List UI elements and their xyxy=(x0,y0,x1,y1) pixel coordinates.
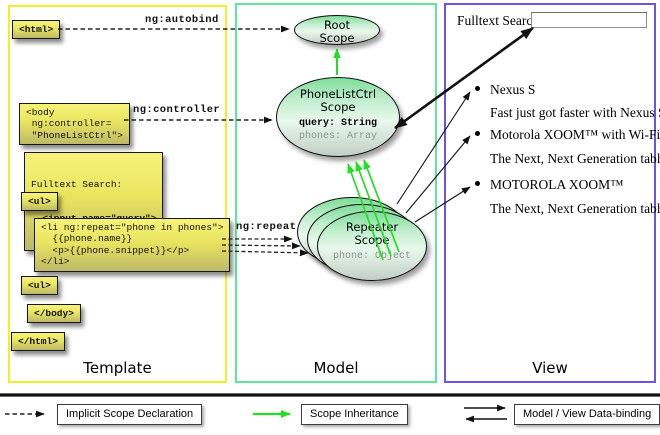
view-item-desc: The Next, Next Generation tablet. xyxy=(490,201,660,216)
code-html-open: <html> xyxy=(12,20,61,40)
model-column: Model xyxy=(235,3,437,383)
code-body-close: </body> xyxy=(27,304,81,324)
template-column-label: Template xyxy=(83,359,152,377)
phonelistctrl-scope-ellipse: PhoneListCtrl Scope query: String phones… xyxy=(276,77,400,157)
view-item-desc: Fast just got faster with Nexus S. xyxy=(490,105,660,120)
view-item-title: Nexus S xyxy=(490,82,536,97)
code-html-close: </html> xyxy=(11,332,65,352)
code-ul-close: <ul> xyxy=(21,276,58,296)
legend-implicit-scope-declaration: Implicit Scope Declaration xyxy=(57,404,203,425)
view-search-label: Fulltext Search: xyxy=(457,13,543,28)
view-column-label: View xyxy=(532,359,568,377)
repeater-scope-name: Repeater Scope xyxy=(345,220,399,247)
view-bullet-1 xyxy=(475,86,480,91)
code-li-repeat: <li ng:repeat="phone in phones"> {{phone… xyxy=(34,218,231,272)
view-search-input[interactable] xyxy=(531,12,647,28)
legend-model-view-data-binding: Model / View Data-binding xyxy=(514,404,660,425)
label-ng-autobind: ng:autobind xyxy=(145,14,219,26)
label-ng-controller: ng:controller xyxy=(133,104,221,116)
phonelistctrl-prop-phones: phones: Array xyxy=(298,130,377,142)
view-bullet-2 xyxy=(475,131,480,136)
repeater-prop-phone: phone: Object xyxy=(332,251,411,263)
root-scope-name: Root Scope xyxy=(319,18,355,45)
phonelistctrl-prop-query: query: String xyxy=(298,118,377,130)
view-item-title: Motorola XOOM™ with Wi-Fi xyxy=(490,127,660,142)
root-scope-ellipse: Root Scope xyxy=(294,15,380,45)
code-fulltext-label: Fulltext Search: xyxy=(31,178,123,190)
view-item-title: MOTOROLA XOOM™ xyxy=(490,177,624,192)
repeater-scope-ellipse: Repeater Scope phone: Object xyxy=(317,211,427,281)
view-item-desc: The Next, Next Generation tablet. xyxy=(490,151,660,166)
view-bullet-3 xyxy=(475,181,480,186)
phonelistctrl-scope-name: PhoneListCtrl Scope xyxy=(299,87,377,114)
label-ng-repeat: ng:repeat xyxy=(236,221,297,233)
code-ul-open: <ul> xyxy=(21,192,58,212)
code-body-open: <body ng:controller= "PhoneListCtrl"> xyxy=(19,103,130,146)
legend-scope-inheritance: Scope Inheritance xyxy=(301,404,408,425)
model-column-label: Model xyxy=(313,359,359,377)
